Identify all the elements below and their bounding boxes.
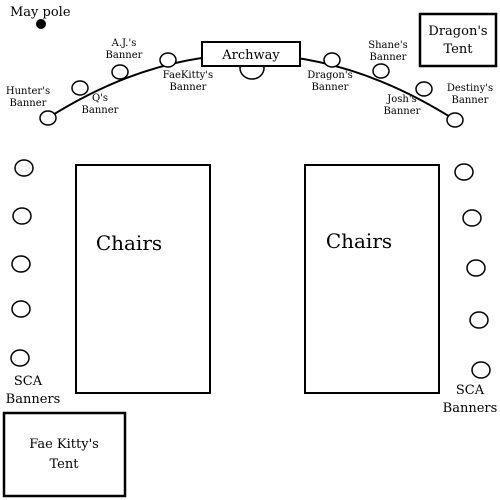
chairs-left-box xyxy=(75,164,211,394)
chairs-right-label: Chairs xyxy=(326,229,392,253)
banner-label-facekitty-1: FaeKitty's xyxy=(163,70,213,81)
chairs-right-box xyxy=(304,164,440,394)
facekittys-tent-box xyxy=(2,411,127,498)
sca-right-marker xyxy=(454,163,474,181)
archway-label: Archway xyxy=(221,48,280,63)
dragons-tent-label-2: Tent xyxy=(444,42,474,57)
maypole-marker xyxy=(36,19,46,29)
banner-label-aj-2: Banner xyxy=(106,50,143,61)
dragons-tent-box xyxy=(418,12,498,68)
sca-left-marker xyxy=(11,300,31,318)
sca-right-label-2: Banners xyxy=(443,401,498,416)
banner-label-aj-1: A.J.'s xyxy=(111,38,137,49)
maypole-label: May pole xyxy=(10,5,71,20)
sca-right-marker xyxy=(471,361,491,379)
banner-marker-destiny xyxy=(446,112,464,128)
sca-right-marker xyxy=(469,311,489,329)
sca-left-label-1: SCA xyxy=(14,374,43,389)
banner-marker-dragon xyxy=(323,52,341,68)
banner-marker-hunter xyxy=(39,110,57,126)
banner-label-dragon-2: Banner xyxy=(312,82,349,93)
sca-right-label-1: SCA xyxy=(456,383,485,398)
banner-label-shane-2: Banner xyxy=(370,52,407,63)
banner-label-hunter-2: Banner xyxy=(10,98,47,109)
banner-label-facekitty-2: Banner xyxy=(170,82,207,93)
sca-left-marker xyxy=(10,349,30,367)
banner-label-josh-1: Josh's xyxy=(386,94,416,105)
banner-label-dragon-1: Dragon's xyxy=(307,70,353,81)
banner-label-destiny-2: Banner xyxy=(452,95,489,106)
facekittys-tent-label-1: Fae Kitty's xyxy=(29,437,99,452)
banner-marker-josh xyxy=(415,81,433,97)
sca-left-marker xyxy=(12,207,32,225)
sca-right-marker xyxy=(466,259,486,277)
banner-label-shane-1: Shane's xyxy=(368,40,408,51)
sca-right-marker xyxy=(462,209,482,227)
facekittys-tent-label-2: Tent xyxy=(50,457,80,472)
banner-label-hunter-1: Hunter's xyxy=(6,86,50,97)
banner-marker-facekitty xyxy=(159,52,177,68)
banner-marker-aj xyxy=(111,64,129,80)
archway-box xyxy=(201,41,301,67)
chairs-left-label: Chairs xyxy=(96,231,162,255)
banner-label-destiny-1: Destiny's xyxy=(447,83,493,94)
sca-left-label-2: Banners xyxy=(6,392,61,407)
banner-marker-shane xyxy=(372,63,390,79)
banner-label-josh-2: Banner xyxy=(384,106,421,117)
dragons-tent-label-1: Dragon's xyxy=(428,24,487,39)
banner-label-q-2: Banner xyxy=(82,105,119,116)
sca-left-marker xyxy=(11,255,31,273)
banner-label-q-1: Q's xyxy=(92,93,108,104)
sca-left-marker xyxy=(14,159,34,177)
banner-marker-q xyxy=(71,80,89,96)
